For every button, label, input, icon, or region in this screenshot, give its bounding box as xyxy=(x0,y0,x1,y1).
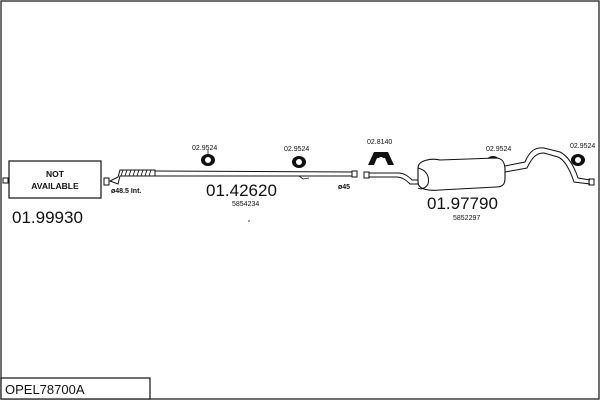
front-pipe-right-flange xyxy=(351,170,358,178)
kit-code: OPEL78700A xyxy=(0,377,151,400)
rear-silencer-inlet-flange xyxy=(363,171,370,179)
front-pipe-diameter-left: ø48.5 Int. xyxy=(111,188,141,195)
hanger-3-bracket-icon xyxy=(368,152,394,165)
hanger-4-label: 02.9524 xyxy=(486,146,511,153)
front-pipe-part-number: 01.42620 xyxy=(206,181,277,200)
rear-silencer-inlet-pipe xyxy=(369,172,418,185)
not-available-connector xyxy=(2,177,9,184)
hanger-1-rubber-icon xyxy=(201,154,215,166)
rear-silencer-part-number: 01.97790 xyxy=(427,194,498,213)
hanger-1-label: 02.9524 xyxy=(192,145,217,152)
hanger-2[interactable]: 02.9524 xyxy=(284,146,309,168)
kit-code-label: OPEL78700A xyxy=(5,382,85,397)
not-available-part-number: 01.99930 xyxy=(12,208,83,227)
front-pipe-diameter-right: ø45 xyxy=(338,184,350,191)
hanger-5-label: 02.9524 xyxy=(570,143,595,150)
front-pipe-flex-hatch xyxy=(120,169,152,177)
not-available-box xyxy=(8,160,102,199)
not-available-line1: NOT xyxy=(46,169,65,179)
hanger-2-rubber-icon xyxy=(292,156,306,168)
front-pipe-flex-section xyxy=(108,169,156,185)
not-available-line2: AVAILABLE xyxy=(31,181,79,191)
rear-silencer-oem-number: 5852297 xyxy=(453,215,480,222)
kit-code-box xyxy=(0,377,151,400)
front-pipe-bracket xyxy=(298,175,310,180)
rear-silencer-tailpipe xyxy=(504,147,591,185)
front-pipe-tube xyxy=(154,170,353,177)
front-pipe-left-flange xyxy=(103,177,110,186)
rear-silencer-end-cap xyxy=(417,167,429,190)
not-available-part[interactable]: NOT AVAILABLE 01.99930 xyxy=(2,160,102,227)
front-pipe[interactable]: ø48.5 Int. ø45 01.42620 5854234 xyxy=(103,169,358,222)
rear-silencer-outlet xyxy=(588,178,595,186)
hanger-5[interactable]: 02.9524 xyxy=(570,143,595,166)
hanger-5-rubber-icon xyxy=(571,154,585,166)
hanger-3[interactable]: 02.8140 xyxy=(367,139,394,165)
hanger-3-label: 02.8140 xyxy=(367,139,392,146)
hanger-1[interactable]: 02.9524 xyxy=(192,145,217,166)
hanger-2-label: 02.9524 xyxy=(284,146,309,153)
rear-silencer-body xyxy=(417,157,506,191)
front-pipe-oem-number: 5854234 xyxy=(232,201,259,208)
rear-silencer[interactable]: 01.97790 5852297 xyxy=(363,147,595,222)
hanger-3-bracket-hole xyxy=(378,157,384,163)
